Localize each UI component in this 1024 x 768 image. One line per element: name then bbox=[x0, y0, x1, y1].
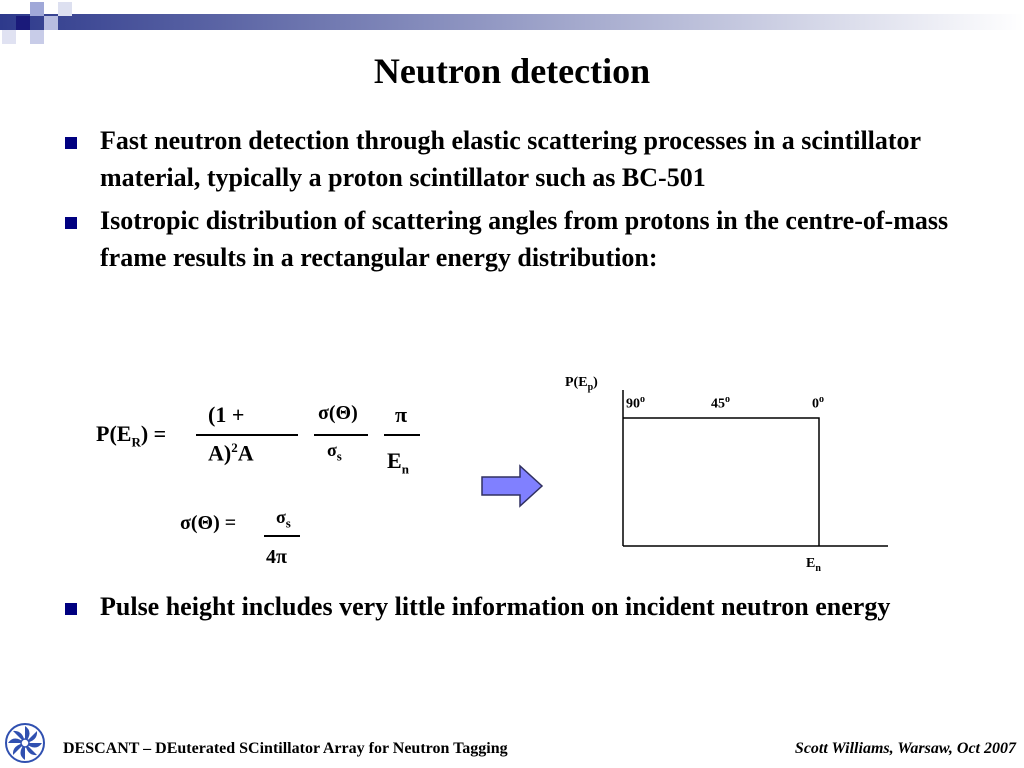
angle-label-0: 0o bbox=[812, 394, 824, 412]
bullet-item: Isotropic distribution of scattering ang… bbox=[60, 202, 960, 276]
plot-axes bbox=[622, 390, 888, 547]
header-decoration bbox=[0, 2, 1024, 44]
rectangular-distribution bbox=[623, 417, 820, 546]
bullet-square-icon bbox=[65, 603, 77, 615]
plot-xlabel: En bbox=[806, 556, 821, 574]
bullet-square-icon bbox=[65, 217, 77, 229]
eq1-frac1-denominator: A)2A bbox=[208, 440, 254, 466]
angle-label-90: 90o bbox=[626, 394, 645, 412]
footer-author: Scott Williams, Warsaw, Oct 2007 bbox=[794, 740, 1016, 757]
eq2-numerator: σs bbox=[276, 507, 291, 531]
eq1-frac2-denominator: σs bbox=[327, 440, 342, 464]
bullet-text: Fast neutron detection through elastic s… bbox=[100, 126, 921, 192]
eq1-frac3-denominator: En bbox=[387, 448, 409, 477]
eq1-frac3-numerator: π bbox=[395, 402, 408, 427]
eq1-lhs: P(ER) = bbox=[96, 421, 167, 450]
bullet-square-icon bbox=[65, 137, 77, 149]
eq2-denominator: 4π bbox=[266, 546, 287, 568]
fraction-bar bbox=[384, 434, 420, 436]
bullet-item: Pulse height includes very little inform… bbox=[60, 588, 1000, 625]
fraction-bar bbox=[314, 434, 368, 436]
right-arrow-icon bbox=[481, 464, 544, 508]
eq1-frac2-numerator: σ(Θ) bbox=[318, 402, 358, 424]
plot-ylabel: P(Ep) bbox=[565, 375, 598, 393]
angle-label-45: 45o bbox=[711, 394, 730, 412]
bullet-text: Isotropic distribution of scattering ang… bbox=[100, 206, 949, 272]
descant-logo-icon bbox=[5, 723, 45, 763]
bullet-text: Pulse height includes very little inform… bbox=[100, 592, 891, 621]
bullet-list: Fast neutron detection through elastic s… bbox=[60, 122, 960, 282]
slide-title: Neutron detection bbox=[373, 51, 651, 91]
eq1-frac1-numerator: (1 + bbox=[208, 402, 245, 427]
bullet-item: Fast neutron detection through elastic s… bbox=[60, 122, 960, 196]
fraction-bar bbox=[196, 434, 298, 436]
footer-title: DESCANT – DEuterated SCintillator Array … bbox=[63, 740, 508, 757]
fraction-bar bbox=[264, 535, 300, 537]
eq2-lhs: σ(Θ) = bbox=[180, 512, 237, 534]
